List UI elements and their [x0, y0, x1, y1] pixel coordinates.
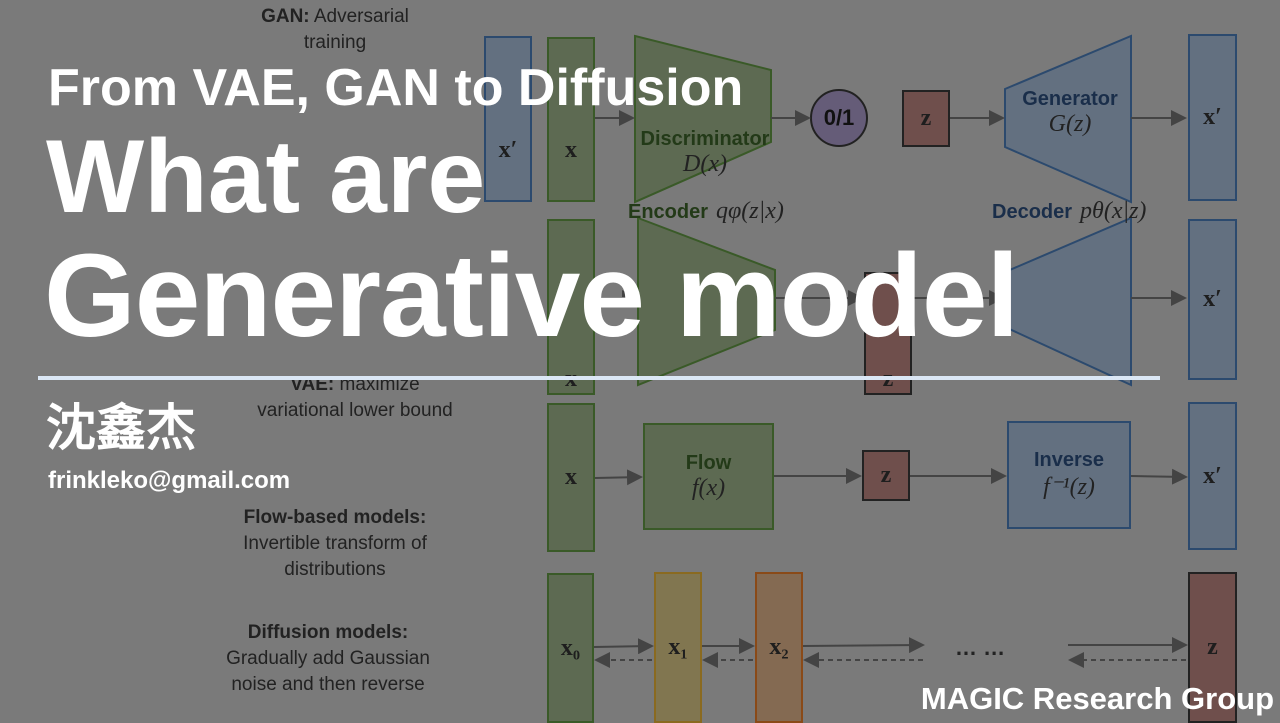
author-email[interactable]: frinkleko@gmail.com	[48, 467, 291, 494]
ellipsis: … …	[955, 635, 1006, 660]
output-label: 0/1	[823, 105, 855, 130]
group-name: MAGIC Research Group	[920, 681, 1274, 716]
divider	[38, 376, 1160, 380]
generator-trapezoid	[1004, 34, 1132, 204]
flow-x-box: x	[547, 403, 595, 552]
subtitle: From VAE, GAN to Diffusion	[48, 59, 744, 117]
diffusion-x1-box: x₁	[654, 572, 702, 723]
gan-z-box: z	[902, 90, 950, 147]
arrow	[802, 637, 925, 654]
diffusion-z-box: z	[1188, 572, 1237, 723]
encoder-trapezoid	[637, 216, 776, 387]
gan-xprime-box: x′	[484, 36, 532, 202]
output-circle	[810, 89, 868, 147]
vae-x-box: x	[547, 219, 595, 395]
arrow	[1130, 468, 1188, 485]
gan-x-box: x	[547, 37, 595, 202]
arrow	[594, 469, 643, 486]
discriminator-trapezoid	[634, 34, 772, 204]
diffusion-x2-box: x₂	[755, 572, 803, 723]
flow-description: Flow-based models:Invertible transform o…	[243, 507, 427, 580]
author-name: 沈鑫杰	[46, 399, 196, 457]
title-line-1: What are	[46, 119, 486, 235]
flow-z-box: z	[862, 450, 910, 501]
vae-xout-box: x′	[1188, 219, 1237, 380]
title-line-2: Generative model	[44, 230, 1019, 362]
flow-xout-box: x′	[1188, 402, 1237, 550]
arrow	[593, 638, 654, 655]
gan-xout-box: x′	[1188, 34, 1237, 201]
decoder-trapezoid	[1004, 216, 1132, 387]
diffusion-x0-box: x₀	[547, 573, 594, 723]
